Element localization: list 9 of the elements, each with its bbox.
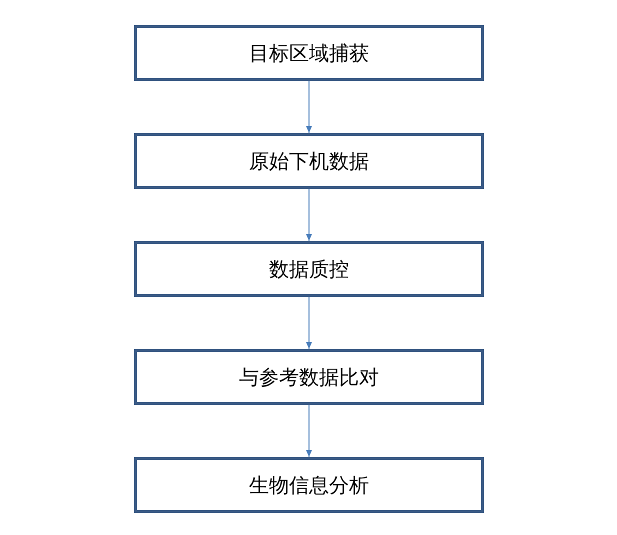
arrow — [306, 80, 312, 134]
process-box: 数据质控 — [134, 241, 484, 297]
process-box: 目标区域捕获 — [134, 25, 484, 81]
process-box: 生物信息分析 — [134, 457, 484, 513]
process-box: 与参考数据比对 — [134, 349, 484, 405]
arrow — [306, 404, 312, 458]
process-box: 原始下机数据 — [134, 133, 484, 189]
arrow — [306, 188, 312, 242]
arrow — [306, 296, 312, 350]
